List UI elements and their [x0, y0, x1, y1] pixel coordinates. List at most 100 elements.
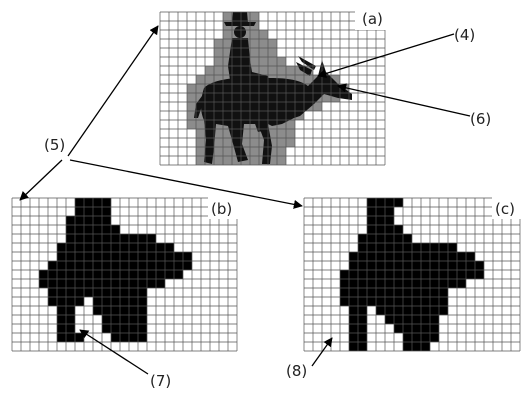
grid-overlay — [159, 11, 386, 166]
filled-cell — [66, 270, 75, 279]
filled-cell — [66, 279, 75, 288]
filled-cell — [75, 198, 84, 207]
shaded-cell — [295, 75, 304, 84]
filled-cell — [448, 279, 457, 288]
filled-cell — [111, 252, 120, 261]
filled-cell — [66, 297, 75, 306]
filled-cell — [138, 243, 147, 252]
filled-cell — [349, 324, 358, 333]
shaded-cell — [241, 30, 250, 39]
shaded-cell — [232, 156, 241, 165]
shaded-cell — [268, 39, 277, 48]
shaded-cell — [268, 138, 277, 147]
arrow-8 — [311, 337, 333, 367]
filled-cell — [102, 207, 111, 216]
filled-cell — [367, 297, 376, 306]
filled-cell — [367, 252, 376, 261]
filled-cell — [129, 306, 138, 315]
filled-cell — [48, 288, 57, 297]
filled-cell — [174, 270, 183, 279]
filled-cell — [403, 288, 412, 297]
filled-cell — [430, 279, 439, 288]
shaded-cell — [259, 57, 268, 66]
filled-cell — [376, 243, 385, 252]
shaded-cell — [214, 57, 223, 66]
filled-cell — [394, 225, 403, 234]
arrow-5-to-a — [67, 25, 159, 157]
filled-cell — [376, 288, 385, 297]
filled-cell — [111, 270, 120, 279]
filled-cell — [84, 216, 93, 225]
filled-cell — [84, 252, 93, 261]
filled-cell — [75, 333, 84, 342]
filled-cell — [376, 297, 385, 306]
filled-cell — [111, 297, 120, 306]
filled-cell — [412, 261, 421, 270]
filled-cell — [66, 234, 75, 243]
shaded-cell — [241, 120, 250, 129]
filled-cell — [57, 333, 66, 342]
filled-cell — [439, 261, 448, 270]
shaded-cell — [241, 138, 250, 147]
filled-cell — [102, 288, 111, 297]
filled-cell — [367, 198, 376, 207]
filled-cell — [358, 297, 367, 306]
filled-cell — [394, 279, 403, 288]
filled-cell — [120, 279, 129, 288]
shaded-cell — [286, 129, 295, 138]
filled-cell — [102, 234, 111, 243]
filled-cell — [48, 297, 57, 306]
filled-cell — [349, 315, 358, 324]
filled-cell — [340, 297, 349, 306]
filled-cell — [421, 270, 430, 279]
shaded-cell — [286, 138, 295, 147]
shaded-cell — [214, 129, 223, 138]
filled-cell — [147, 243, 156, 252]
filled-cell — [156, 279, 165, 288]
filled-cell — [129, 234, 138, 243]
filled-cell — [385, 225, 394, 234]
filled-cell — [57, 306, 66, 315]
filled-cell — [39, 270, 48, 279]
shaded-cell — [214, 120, 223, 129]
filled-cell — [403, 243, 412, 252]
filled-cell — [421, 306, 430, 315]
filled-cell — [57, 297, 66, 306]
filled-cell — [66, 225, 75, 234]
shaded-cell — [214, 75, 223, 84]
shaded-cell — [214, 39, 223, 48]
filled-cell — [367, 234, 376, 243]
filled-cell — [358, 315, 367, 324]
shaded-cell — [205, 66, 214, 75]
filled-cell — [138, 315, 147, 324]
shaded-cell — [196, 129, 205, 138]
filled-cell — [403, 252, 412, 261]
filled-cell — [75, 297, 84, 306]
filled-cell — [367, 225, 376, 234]
shaded-cell — [250, 39, 259, 48]
filled-cell — [75, 252, 84, 261]
filled-cell — [84, 261, 93, 270]
shaded-cell — [214, 147, 223, 156]
filled-cell — [349, 297, 358, 306]
filled-cell — [376, 216, 385, 225]
filled-cell — [147, 270, 156, 279]
filled-cell — [102, 243, 111, 252]
shaded-cell — [277, 138, 286, 147]
filled-cell — [93, 279, 102, 288]
shaded-cell — [214, 156, 223, 165]
shaded-cell — [250, 21, 259, 30]
filled-cell — [129, 243, 138, 252]
filled-cell — [430, 270, 439, 279]
filled-cell — [421, 261, 430, 270]
filled-cells — [340, 198, 484, 351]
filled-cell — [367, 261, 376, 270]
filled-cell — [376, 225, 385, 234]
filled-cell — [412, 333, 421, 342]
filled-cell — [138, 288, 147, 297]
shaded-cell — [250, 57, 259, 66]
filled-cell — [120, 270, 129, 279]
filled-cell — [138, 261, 147, 270]
filled-cell — [66, 315, 75, 324]
filled-cell — [385, 216, 394, 225]
